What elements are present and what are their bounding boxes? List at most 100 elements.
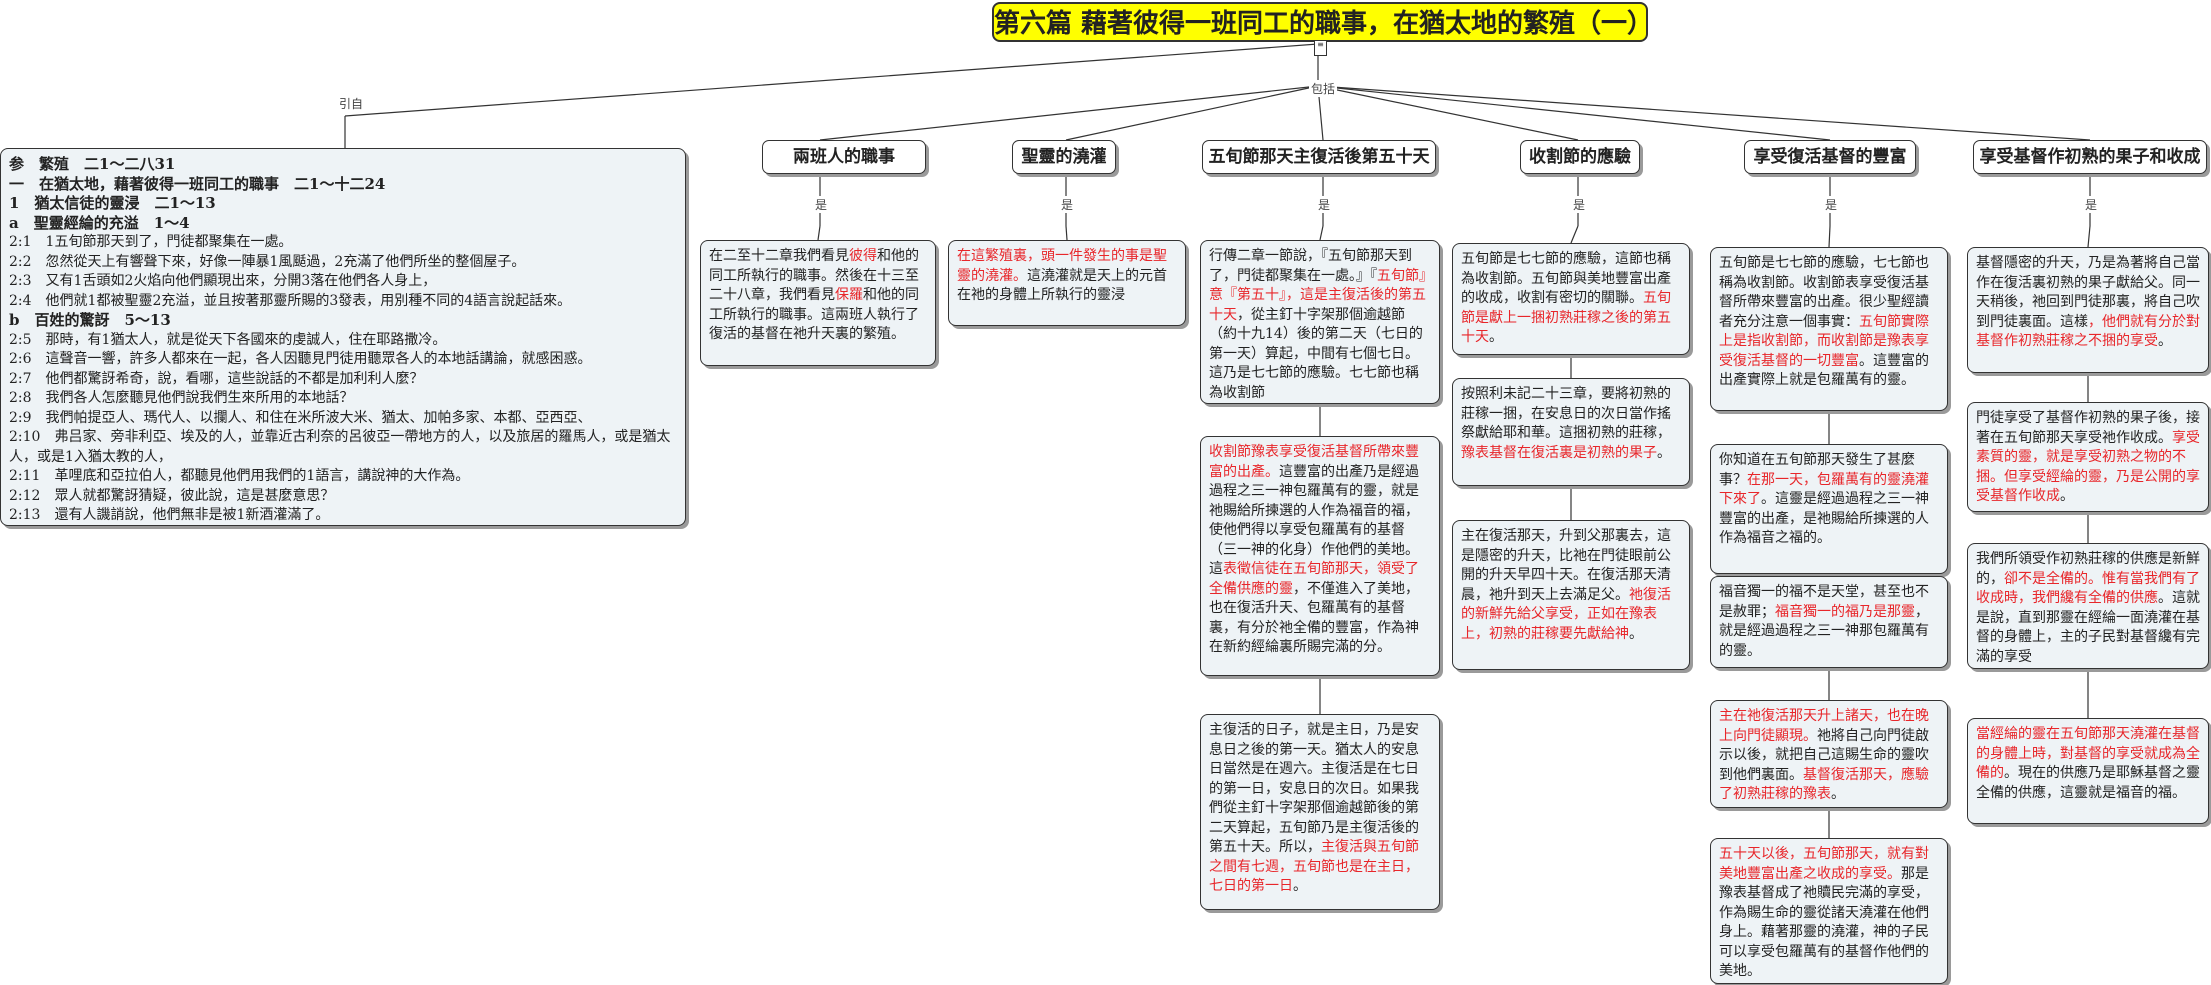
connector-hub-branch [1317, 85, 1579, 141]
note-card[interactable]: 主復活的日子，就是主日，乃是安息日之後的第一天。猶太人的安息日當然是在週六。主復… [1200, 714, 1440, 910]
summary-line: 2:7 他們都驚訝希奇，說，看哪，這些說話的不都是加利利人麼？ [9, 370, 424, 387]
summary-line: 2:4 他們就1都被聖靈2充溢，並且按著那靈所賜的3發表，用別種不同的4語言說起… [9, 292, 572, 309]
connector-hub-branch [819, 85, 1319, 141]
note-text: 主復活的日子，就是主日，乃是安息日之後的第一天。猶太人的安息日當然是在週六。主復… [1209, 722, 1419, 855]
summary-line: 2:5 那時，有1猶太人，就是從天下各國來的虔誠人，住在耶路撒冷。 [9, 331, 447, 348]
summary-line: 2:12 眾人就都驚訝猜疑，彼此說，這是甚麼意思？ [9, 487, 335, 504]
summary-line: 2:13 還有人譏誚說，他們無非是被1新酒灌滿了。 [9, 507, 330, 523]
note-text: 。 [2060, 488, 2074, 504]
highlight-text: 保羅 [835, 287, 863, 303]
note-text: 。現在的供應乃是耶穌基督之靈全備的供應，這靈就是福音的福。 [1976, 765, 2200, 801]
note-text: 這豐富的出產乃是經過過程之三一神包羅萬有的靈，就是祂賜給所揀選的人作為福音的福，… [1209, 463, 1419, 578]
note-card[interactable]: 行傳二章一節說，『五旬節那天到了，門徒都聚集在一處。』『五旬節』意『第五十』，這… [1200, 240, 1440, 404]
note-card[interactable]: 當經綸的靈在五旬節那天澆灌在基督的身體上時，對基督的享受就成為全備的。現在的供應… [1967, 718, 2209, 824]
note-card[interactable]: 我們所領受作初熟莊稼的供應是新鮮的，卻不是全備的。惟有當我們有了收成時，我們纔有… [1967, 543, 2209, 669]
note-card[interactable]: 五十天以後，五旬節那天，就有對美地豐富出產之收成的享受。那是豫表基督成了祂贖民完… [1710, 838, 1948, 984]
summary-line: 1 猶太信徒的靈浸 二1～13 [9, 194, 216, 212]
connector-to-card [2087, 225, 2091, 248]
edge-label-is: 是 [1823, 196, 1840, 213]
connector-hub-branch [1317, 85, 1831, 141]
note-card[interactable]: 按照利未記二十三章，要將初熟的莊稼一捆，在安息日的次日當作搖祭獻給耶和華。這捆初… [1452, 378, 1690, 486]
root-title[interactable]: 第六篇 藉著彼得一班同工的職事，在猶太地的繁殖（一） [992, 2, 1653, 42]
summary-line: 2:8 我們各人怎麼聽見他們說我們生來所用的本地話？ [9, 390, 354, 406]
summary-line: 2:9 我們帕提亞人、瑪代人、以攔人、和住在米所波大米、猶太、加帕多家、本都、亞… [9, 409, 592, 426]
highlight-text: 祂復活的新鮮先給父享受，正如在豫表上，初熟的莊稼要先獻給神 [1461, 586, 1671, 642]
highlight-text: 基督復活那天，應驗了初熟莊稼的豫表 [1719, 766, 1929, 803]
connector-to-card [1319, 225, 1324, 241]
branch-2[interactable]: 聖靈的澆灌 [1012, 140, 1116, 174]
note-text: ，不僅進入了美地，也在復活升天、包羅萬有的基督裏，有分於祂全備的豐富，作為神在新… [1209, 580, 1419, 656]
highlight-text: 彼得 [849, 248, 877, 264]
note-text: 和他的同工所執行的職事。然後在十三至二十八章，我們看見 [709, 248, 919, 303]
note-card[interactable]: 主在復活那天，升到父那裏去，這是隱密的升天，比祂在門徒眼前公開的升天早四十天。在… [1452, 520, 1690, 670]
note-text: 在二至十二章我們看見 [709, 248, 849, 264]
branch-3[interactable]: 五旬節那天主復活後第五十天 [1202, 140, 1436, 174]
highlight-text: 福音獨一的福乃是那靈 [1775, 603, 1915, 620]
note-text: 五旬節是七七節的應驗，七七節也稱為收割節。收割節表享受復活基督所帶來豐富的出產。… [1719, 255, 1929, 330]
note-text: 基督隱密的升天，乃是為著將自己當作在復活裏初熟的果子獻給父。同一天稍後，祂回到門… [1976, 255, 2200, 330]
note-text: 祂將自己向門徒啟示以後，就把自己這賜生命的靈吹到他們裏面。 [1719, 727, 1929, 783]
highlight-text: 主在祂復活那天升上諸天，也在晚上向門徒顯現。 [1719, 708, 1929, 744]
edge-label-is: 是 [2083, 196, 2100, 213]
note-text: 門徒享受了基督作初熟的果子後，接著在五旬節那天享受祂作收成。 [1976, 410, 2200, 446]
edge-label-is: 是 [813, 196, 830, 213]
highlight-text: 收割節豫表享受復活基督所帶來豐富的出產。 [1209, 444, 1419, 480]
connector-to-card [817, 225, 821, 241]
highlight-text: 表徵信徒在五旬節那天，領受了全備供應的靈 [1209, 561, 1419, 597]
connector-hub-branch [1065, 85, 1319, 141]
branch-6[interactable]: 享受基督作初熟的果子和收成 [1973, 140, 2207, 174]
note-text: 。 [1489, 329, 1503, 345]
note-card[interactable]: 主在祂復活那天升上諸天，也在晚上向門徒顯現。祂將自己向門徒啟示以後，就把自己這賜… [1710, 700, 1948, 808]
branch-1[interactable]: 兩班人的職事 [762, 140, 926, 174]
note-card[interactable]: 你知道在五旬節那天發生了甚麼事？在那一天，包羅萬有的靈澆灌下來了。這靈是經過過程… [1710, 444, 1948, 574]
note-card[interactable]: 在二至十二章我們看見彼得和他的同工所執行的職事。然後在十三至二十八章，我們看見保… [700, 240, 936, 366]
highlight-text: 五旬節是獻上一捆初熟莊稼之後的第五十天 [1461, 290, 1671, 345]
highlight-text: 五旬節實際上是指收割節，而收割節是豫表享受復活基督的一切豐富 [1719, 313, 1929, 369]
connector-to-card [1828, 225, 1831, 248]
summary-line: 一 在猶太地，藉著彼得一班同工的職事 二1～十二24 [9, 174, 386, 193]
note-text: 和他的同工所執行的職事。這兩班人執行了復活的基督在祂升天裏的繁殖。 [709, 287, 919, 342]
note-text: ，從主釘十字架那個逾越節（約十九14）後的第二天（七日的第一天）算起，中間有七個… [1209, 306, 1423, 401]
edge-label-includes: 包括 [1309, 80, 1338, 97]
highlight-text: 在那一天，包羅萬有的靈澆灌下來了 [1719, 471, 1929, 508]
branch-4[interactable]: 收割節的應驗 [1520, 140, 1640, 174]
note-card[interactable]: 門徒享受了基督作初熟的果子後，接著在五旬節那天享受祂作收成。享受素質的靈，就是享… [1967, 402, 2209, 512]
note-card[interactable]: 在這繁殖裏，頭一件發生的事是聖靈的澆灌。這澆灌就是天上的元首在祂的身體上所執行的… [948, 240, 1186, 326]
note-card[interactable]: 收割節豫表享受復活基督所帶來豐富的出產。這豐富的出產乃是經過過程之三一神包羅萬有… [1200, 436, 1440, 676]
highlight-text: 五十天以後，五旬節那天，就有對美地豐富出產之收成的享受。 [1719, 846, 1929, 882]
edge-label-is: 是 [1059, 196, 1076, 213]
note-text: 。 [2158, 333, 2172, 349]
highlight-text: ，他們就有分於對基督作初熟莊稼之不捆的享受 [1976, 313, 2200, 350]
summary-line: 2:3 又有1舌頭如2火焰向他們顯現出來，分開3落在他們各人身上， [9, 273, 437, 289]
branch-5[interactable]: 享受復活基督的豐富 [1744, 140, 1916, 174]
connector-hub-branch [1317, 85, 2091, 141]
note-text: 。這靈是經過過程之三一神豐富的出產，是祂賜給所揀選的人作為福音之福的。 [1719, 491, 1929, 546]
summary-line: b 百姓的驚訝 5～13 [9, 311, 171, 329]
note-card[interactable]: 福音獨一的福不是天堂，甚至也不是赦罪；福音獨一的福乃是那靈，就是經過過程之三一神… [1710, 576, 1948, 668]
edge-label-is: 是 [1316, 196, 1333, 213]
connector-root-summary [344, 43, 1319, 117]
summary-line: a 聖靈經綸的充溢 1～4 [9, 213, 190, 232]
connector-to-card [1570, 225, 1579, 244]
note-card[interactable]: 五旬節是七七節的應驗，這節也稱為收割節。五旬節與美地豐富出產的收成，收割有密切的… [1452, 243, 1690, 355]
note-text: 這澆灌就是天上的元首在祂的身體上所執行的靈浸 [957, 267, 1167, 304]
note-card[interactable]: 五旬節是七七節的應驗，七七節也稱為收割節。收割節表享受復活基督所帶來豐富的出產。… [1710, 247, 1948, 411]
edge-label-cited-from: 引自 [337, 95, 366, 112]
link-icon[interactable]: ≡ [1314, 40, 1327, 56]
note-text: 。這就是說，直到那靈在經綸一面澆灌在基督的身體上，主的子民對基督纔有完滿的享受 [1976, 590, 2200, 665]
connector-to-card [1065, 225, 1068, 241]
note-text: ，就是經過過程之三一神那包羅萬有的靈。 [1719, 603, 1929, 659]
note-text: 。 [1831, 786, 1845, 802]
note-text: 。 [1293, 878, 1307, 894]
note-text: 。 [1657, 444, 1671, 461]
note-card[interactable]: 基督隱密的升天，乃是為著將自己當作在復活裏初熟的果子獻給父。同一天稍後，祂回到門… [1967, 247, 2209, 373]
highlight-text: 當經綸的靈在五旬節那天澆灌在基督的身體上時，對基督的享受就成為全備的 [1976, 726, 2200, 781]
highlight-text: 卻不是全備的。惟有當我們有了收成時，我們纔有全備的供應 [1976, 570, 2200, 607]
note-text: 我們所領受作初熟莊稼的供應是新鮮的， [1976, 551, 2200, 587]
highlight-text: 豫表基督在復活裏是初熟的果子 [1461, 444, 1657, 461]
summary-line: 2:6 這聲音一響，許多人都來在一起，各人因聽見門徒用聽眾各人的本地話講論，就感… [9, 351, 592, 367]
highlight-text: 享受素質的靈，就是享受初熟之物的不捆。但享受經綸的靈，乃是公開的享受基督作收成 [1976, 429, 2200, 505]
summary-line: 2:2 忽然從天上有響聲下來，好像一陣暴1風颳過，2充滿了他們所坐的整個屋子。 [9, 253, 526, 270]
